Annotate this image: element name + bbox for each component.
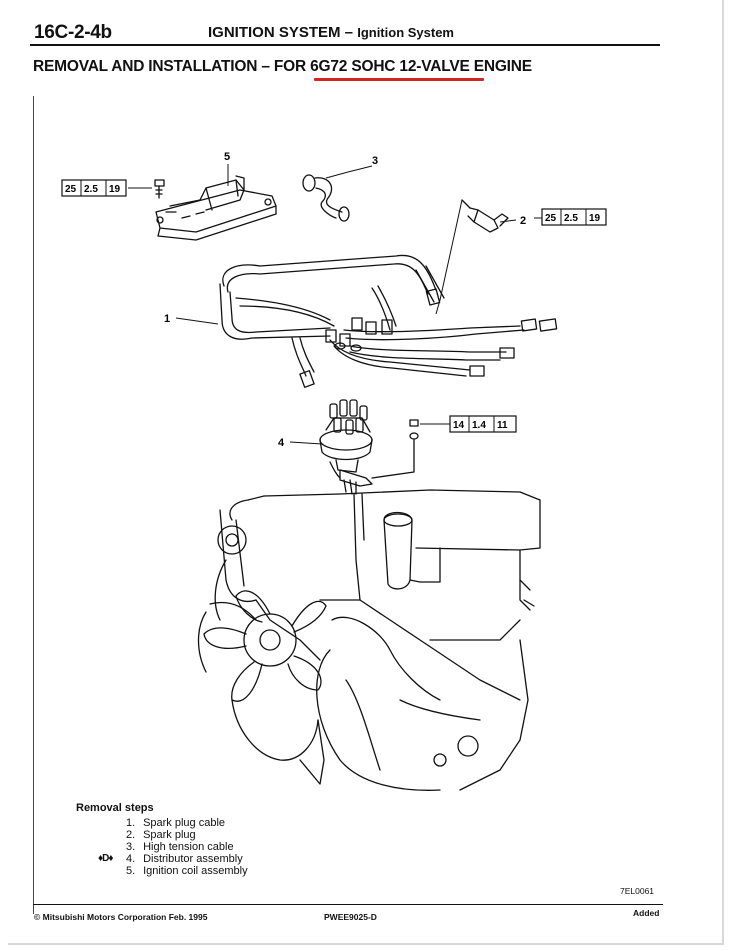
- section-title: REMOVAL AND INSTALLATION – FOR 6G72 SOHC…: [33, 58, 532, 75]
- step-label: Distributor assembly: [143, 853, 243, 865]
- step-label: Spark plug cable: [143, 817, 226, 829]
- removal-step: 5. Ignition coil assembly: [126, 865, 248, 877]
- header-system: IGNITION SYSTEM: [208, 24, 341, 41]
- removal-step: 2. Spark plug: [126, 829, 248, 841]
- spark-plug-illustration: [461, 199, 509, 233]
- leader-lines: [128, 164, 542, 445]
- step-number: 2.: [126, 829, 136, 841]
- step-label: Spark plug: [143, 829, 196, 841]
- header-subtitle: Ignition System: [357, 25, 454, 40]
- ignition-coil-illustration: [155, 175, 277, 241]
- page-border: [8, 0, 724, 945]
- torque-spec-distributor: 14 1.4 11: [449, 415, 517, 433]
- engine-illustration: [214, 489, 541, 791]
- leader-2: [499, 219, 517, 223]
- step-label: High tension cable: [143, 841, 234, 853]
- torque-dist-nm: 14: [453, 420, 465, 431]
- callout-4: 4: [278, 437, 285, 449]
- cooling-fan-illustration: [197, 590, 327, 785]
- page-id: 16C-2-4b: [34, 22, 112, 43]
- removal-step: 1. Spark plug cable: [126, 817, 248, 829]
- leader-3: [325, 165, 373, 179]
- torque-spec-spark-plug: 25 2.5 19: [541, 208, 607, 226]
- callout-2: 2: [520, 215, 526, 227]
- torque-dist-ftlbs: 11: [497, 420, 508, 431]
- document-code: PWEE9025-D: [324, 912, 377, 922]
- removal-steps: Removal steps 1. Spark plug cable 2. Spa…: [76, 802, 248, 877]
- removal-steps-list: 1. Spark plug cable 2. Spark plug 3. Hig…: [76, 817, 248, 877]
- figure-code: 7EL0061: [620, 886, 655, 896]
- torque-dist-kgfm: 1.4: [472, 420, 486, 431]
- step-number: 1.: [126, 817, 136, 829]
- leader-plug-cable: [435, 199, 463, 315]
- torque-coil-kgfm: 2.5: [84, 184, 98, 195]
- header-title: IGNITION SYSTEM – Ignition System: [208, 24, 454, 41]
- step-label: Ignition coil assembly: [143, 865, 248, 877]
- leader-4: [289, 441, 323, 445]
- red-underline: [314, 78, 484, 81]
- removal-step: ♦D♦ 4. Distributor assembly: [98, 853, 248, 865]
- installation-mark-icon: ♦D♦: [98, 853, 113, 864]
- torque-plug-kgfm: 2.5: [564, 213, 578, 224]
- spark-plug-cables-illustration: [219, 254, 558, 388]
- removal-step: 3. High tension cable: [126, 841, 248, 853]
- header-dash: –: [340, 24, 358, 41]
- distributor-illustration: [319, 399, 373, 495]
- header-rule: [30, 44, 660, 46]
- torque-plug-ftlbs: 19: [589, 213, 601, 224]
- callout-5: 5: [224, 151, 230, 163]
- callout-3: 3: [372, 155, 378, 167]
- coil-bolt-illustration: [154, 179, 165, 199]
- callout-1: 1: [164, 313, 170, 325]
- ignition-diagram: 1 2 3 4 5 25 2.5 19 25 2.5 19 14 1.4 11: [61, 151, 607, 791]
- step-number: 4.: [126, 853, 136, 865]
- step-number: 5.: [126, 865, 136, 877]
- copyright: © Mitsubishi Motors Corporation Feb. 199…: [34, 912, 208, 922]
- torque-coil-ftlbs: 19: [109, 184, 121, 195]
- torque-spec-coil: 25 2.5 19: [61, 179, 127, 197]
- step-number: 3.: [126, 841, 136, 853]
- footer-rule: [33, 904, 663, 905]
- torque-plug-nm: 25: [545, 213, 557, 224]
- left-margin-rule: [33, 96, 34, 914]
- distributor-nut-illustration: [371, 419, 419, 479]
- status-added: Added: [633, 908, 660, 918]
- leader-1: [175, 317, 219, 325]
- high-tension-cable-illustration: [302, 174, 350, 222]
- torque-coil-nm: 25: [65, 184, 77, 195]
- removal-steps-title: Removal steps: [76, 802, 154, 814]
